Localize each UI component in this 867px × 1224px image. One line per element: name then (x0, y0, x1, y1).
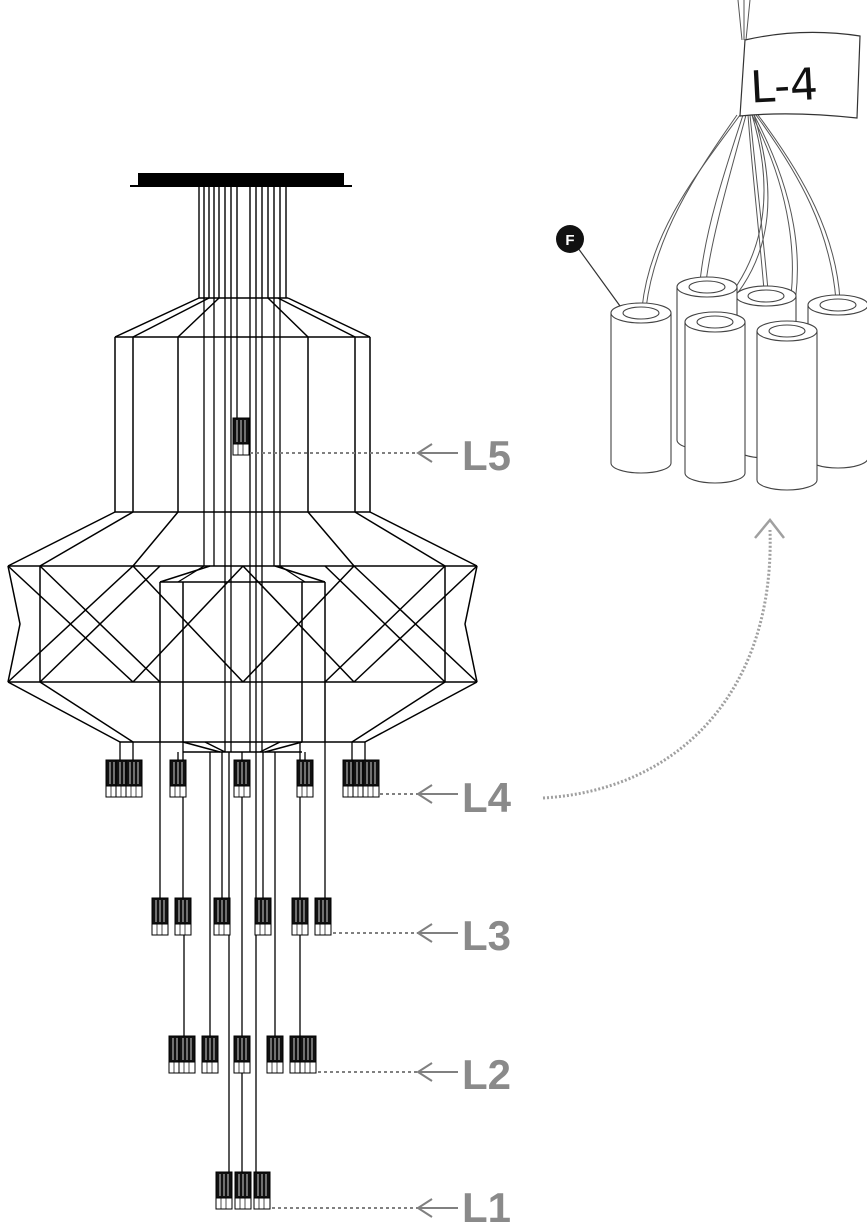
callout-f: F (556, 225, 621, 307)
lamps-level-4 (105, 759, 380, 798)
inner-cables (119, 298, 366, 1172)
lamps-level-5 (232, 417, 250, 456)
detail-pointer-arrow (542, 518, 785, 800)
level-label-l3: L3 (462, 912, 511, 959)
lamps-level-1 (215, 1171, 271, 1210)
leader-l3 (333, 923, 458, 943)
cylinder-front-mid (684, 311, 746, 484)
detail-tag: L-4 (739, 31, 861, 119)
cylinder-back-right (807, 294, 867, 469)
callout-f-letter: F (565, 232, 574, 249)
cylinder-front-left (610, 302, 672, 474)
leader-l4 (380, 784, 458, 804)
suspension-cables (198, 186, 287, 298)
detail-cylinders (610, 276, 867, 491)
leader-l1 (272, 1198, 458, 1218)
level-label-l1: L1 (462, 1184, 511, 1224)
callout-f-badge (556, 225, 584, 253)
cylinder-front-right (756, 320, 818, 491)
level-label-l5: L5 (462, 432, 511, 479)
lamps-level-2 (168, 1035, 317, 1074)
detail-wires (641, 0, 841, 323)
leader-l5 (250, 443, 458, 463)
leader-l2 (318, 1062, 458, 1082)
upper-frame (114, 297, 371, 513)
level-label-l4: L4 (462, 774, 512, 821)
level-leaders (250, 443, 458, 1218)
lower-frame (7, 511, 478, 753)
detail-tag-label: L-4 (749, 59, 819, 113)
level-label-l2: L2 (462, 1051, 511, 1098)
ceiling-canopy (130, 173, 352, 187)
